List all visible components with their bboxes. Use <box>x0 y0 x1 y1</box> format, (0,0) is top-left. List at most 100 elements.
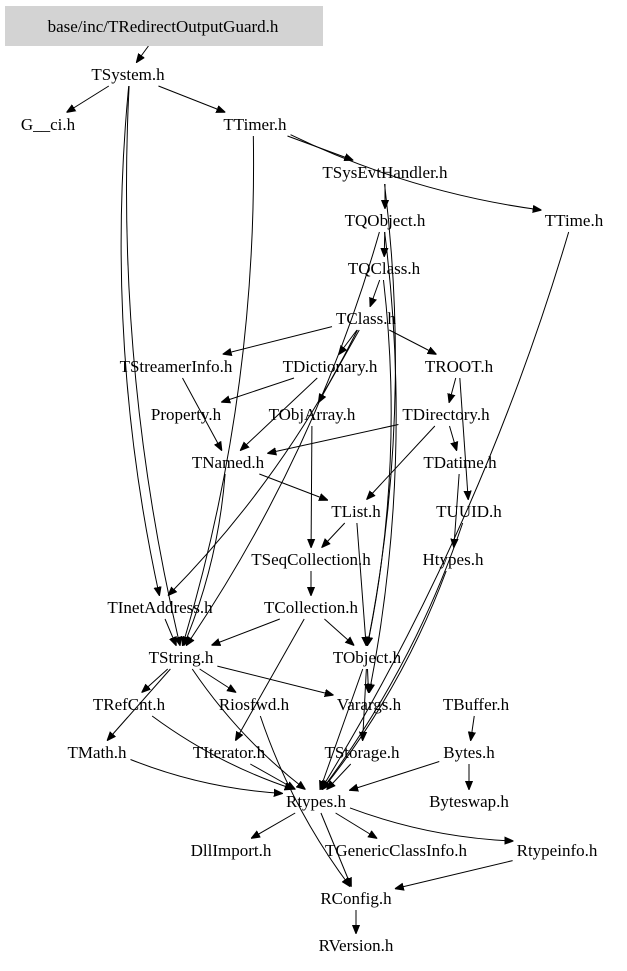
edge-troot-to-tdirectory <box>449 377 457 402</box>
node-property[interactable]: Property.h <box>151 405 222 424</box>
edge-tclass-to-tstreamerinfo <box>224 326 333 354</box>
node-tmath[interactable]: TMath.h <box>67 743 127 762</box>
edge-htypes-to-rtypes <box>323 570 447 789</box>
node-tlist[interactable]: TList.h <box>331 502 381 521</box>
node-tdirectory[interactable]: TDirectory.h <box>402 405 490 424</box>
node-label: base/inc/TRedirectOutputGuard.h <box>48 17 279 36</box>
edge-root-to-tsystem <box>137 45 149 62</box>
node-label: TDictionary.h <box>283 357 378 376</box>
edge-tqclass-to-tclass <box>370 279 381 306</box>
node-rtypes[interactable]: Rtypes.h <box>286 792 346 811</box>
node-label: Varargs.h <box>337 695 402 714</box>
node-rversion[interactable]: RVersion.h <box>319 936 394 955</box>
node-tobjarray[interactable]: TObjArray.h <box>269 405 356 424</box>
edge-bytes-to-rtypes <box>350 761 440 791</box>
edge-tnamed-to-tstring <box>184 473 226 645</box>
edge-rtypes-to-rtypeinfo <box>349 807 513 841</box>
node-label: TRefCnt.h <box>93 695 166 714</box>
edge-tclass-to-tdictionary <box>339 329 358 354</box>
node-label: TObject.h <box>333 648 402 667</box>
node-root[interactable]: base/inc/TRedirectOutputGuard.h <box>5 6 323 46</box>
edge-tsystem-to-tinetaddress <box>120 85 159 595</box>
node-label: TCollection.h <box>264 598 358 617</box>
edge-tnamed-to-tlist <box>259 473 327 500</box>
node-label: TDatime.h <box>423 453 497 472</box>
node-label: TList.h <box>331 502 381 521</box>
node-troot[interactable]: TROOT.h <box>425 357 494 376</box>
node-tstring[interactable]: TString.h <box>149 648 214 667</box>
node-label: Rtypeinfo.h <box>517 841 598 860</box>
edge-tsystem-to-tstring <box>125 85 179 645</box>
node-g--ci[interactable]: G__ci.h <box>21 115 76 134</box>
edge-tstring-to-varargs <box>217 665 332 695</box>
nodes-layer: base/inc/TRedirectOutputGuard.hTSystem.h… <box>5 6 604 955</box>
node-tsystem[interactable]: TSystem.h <box>91 65 165 84</box>
edge-tstring-to-rtypes <box>191 668 305 789</box>
node-tobject[interactable]: TObject.h <box>333 648 402 667</box>
edge-tmath-to-rtypes <box>130 759 282 793</box>
edge-tstring-to-tmath <box>108 668 171 740</box>
node-tqclass[interactable]: TQClass.h <box>348 259 421 278</box>
node-tcollection[interactable]: TCollection.h <box>264 598 358 617</box>
node-ttime[interactable]: TTime.h <box>545 211 604 230</box>
node-label: TUUID.h <box>436 502 502 521</box>
node-label: TNamed.h <box>192 453 265 472</box>
node-label: TSeqCollection.h <box>251 550 371 569</box>
node-label: RConfig.h <box>320 889 392 908</box>
node-label: TString.h <box>149 648 214 667</box>
node-tnamed[interactable]: TNamed.h <box>192 453 265 472</box>
node-label: TDirectory.h <box>402 405 490 424</box>
node-tinetaddress[interactable]: TInetAddress.h <box>107 598 213 617</box>
node-ttimer[interactable]: TTimer.h <box>223 115 287 134</box>
edge-tdatime-to-htypes <box>454 473 460 547</box>
edge-tdictionary-to-property <box>222 377 295 402</box>
node-rtypeinfo[interactable]: Rtypeinfo.h <box>517 841 598 860</box>
edge-tsystem-to-g__ci <box>67 85 110 112</box>
edge-troot-to-tuuid <box>459 377 468 499</box>
edge-tdirectory-to-tlist <box>367 425 436 499</box>
node-varargs[interactable]: Varargs.h <box>337 695 402 714</box>
node-tdatime[interactable]: TDatime.h <box>423 453 497 472</box>
node-tbuffer[interactable]: TBuffer.h <box>443 695 510 714</box>
node-tsysevthandler[interactable]: TSysEvtHandler.h <box>322 163 448 182</box>
node-tstorage[interactable]: TStorage.h <box>324 743 400 762</box>
node-trefcnt[interactable]: TRefCnt.h <box>93 695 166 714</box>
node-rconfig[interactable]: RConfig.h <box>320 889 392 908</box>
node-htypes[interactable]: Htypes.h <box>423 550 484 569</box>
node-label: TObjArray.h <box>269 405 356 424</box>
node-label: TTime.h <box>545 211 604 230</box>
node-label: G__ci.h <box>21 115 76 134</box>
edge-ttimer-to-tstring <box>183 135 255 645</box>
node-riosfwd[interactable]: Riosfwd.h <box>219 695 290 714</box>
node-dllimport[interactable]: DllImport.h <box>191 841 272 860</box>
node-label: TMath.h <box>67 743 127 762</box>
node-label: TInetAddress.h <box>107 598 213 617</box>
node-byteswap[interactable]: Byteswap.h <box>429 792 509 811</box>
edge-tqobject-to-varargs <box>369 231 397 692</box>
node-label: TStreamerInfo.h <box>120 357 233 376</box>
edge-tlist-to-tobject <box>356 522 366 645</box>
node-label: TQClass.h <box>348 259 421 278</box>
node-tclass[interactable]: TClass.h <box>336 309 396 328</box>
node-label: TStorage.h <box>324 743 400 762</box>
node-label: RVersion.h <box>319 936 394 955</box>
edge-tsystem-to-ttimer <box>158 85 224 112</box>
edge-tclass-to-troot <box>389 329 436 354</box>
edge-tobject-to-varargs <box>368 668 369 692</box>
node-tseqcollection[interactable]: TSeqCollection.h <box>251 550 371 569</box>
node-label: TBuffer.h <box>443 695 510 714</box>
node-label: Byteswap.h <box>429 792 509 811</box>
node-tdictionary[interactable]: TDictionary.h <box>283 357 378 376</box>
node-tstreamerinfo[interactable]: TStreamerInfo.h <box>120 357 233 376</box>
node-label: Property.h <box>151 405 222 424</box>
node-tuuid[interactable]: TUUID.h <box>436 502 502 521</box>
edge-titerator-to-rtypes <box>250 763 294 789</box>
edge-rtypes-to-dllimport <box>252 812 296 838</box>
node-bytes[interactable]: Bytes.h <box>443 743 495 762</box>
node-tqobject[interactable]: TQObject.h <box>345 211 426 230</box>
node-tgenericclassinfo[interactable]: TGenericClassInfo.h <box>325 841 468 860</box>
node-titerator[interactable]: TIterator.h <box>193 743 266 762</box>
edge-tclass-to-tinetaddress <box>169 329 358 595</box>
edge-tcollection-to-tobject <box>324 618 353 645</box>
